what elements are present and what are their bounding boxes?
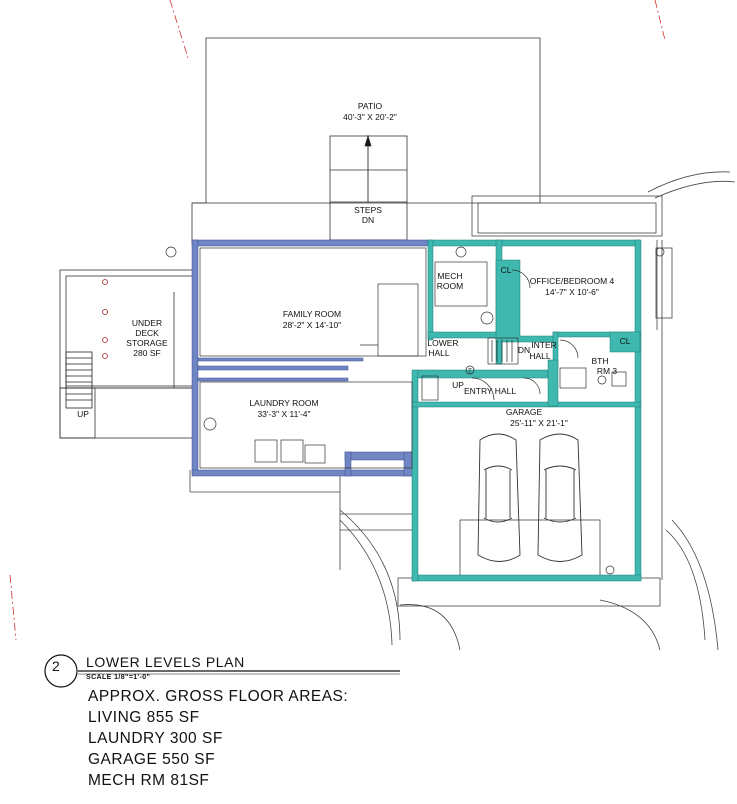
area-garage: GARAGE 550 SF bbox=[88, 751, 216, 768]
garage-label: GARAGE bbox=[506, 407, 543, 417]
under-deck-label: STORAGE bbox=[126, 338, 168, 348]
areas-heading: APPROX. GROSS FLOOR AREAS: bbox=[88, 688, 349, 705]
floor-area-summary: APPROX. GROSS FLOOR AREAS: LIVING 855 SF… bbox=[88, 686, 348, 791]
area-mech: MECH RM 81SF bbox=[88, 772, 210, 789]
closet-label: CL bbox=[620, 336, 631, 346]
inter-hall-label: INTER bbox=[531, 340, 557, 350]
drawing-number-circle bbox=[44, 654, 78, 688]
patio-dims: 40'-3" X 20'-2" bbox=[343, 112, 397, 122]
family-room-label: FAMILY ROOM bbox=[283, 309, 341, 319]
area-laundry: LAUNDRY 300 SF bbox=[88, 730, 223, 747]
under-deck-label: DECK bbox=[135, 328, 159, 338]
patio-label: PATIO bbox=[358, 101, 383, 111]
mech-room-label: MECH bbox=[437, 271, 462, 281]
office-label: OFFICE/BEDROOM 4 bbox=[530, 276, 615, 286]
property-line bbox=[9, 0, 666, 641]
inter-hall-label: HALL bbox=[529, 351, 551, 361]
drawing-scale: SCALE 1/8"=1'-0" bbox=[86, 674, 151, 681]
thermostat-icon bbox=[465, 365, 475, 375]
thermostat-mark: T bbox=[468, 369, 472, 375]
interior-lines bbox=[165, 246, 665, 575]
bath-label: BTH bbox=[592, 356, 609, 366]
driveway-lines bbox=[189, 171, 736, 651]
under-deck-area: 280 SF bbox=[133, 348, 160, 358]
laundry-room-label: LAUNDRY ROOM bbox=[249, 398, 318, 408]
lower-hall-label: LOWER bbox=[427, 338, 458, 348]
lower-hall-label: HALL bbox=[428, 348, 450, 358]
stair-dn-label: DN bbox=[518, 345, 530, 355]
family-room-dims: 28'-2" X 14'-10" bbox=[283, 320, 341, 330]
garage-walls bbox=[411, 239, 642, 582]
living-walls bbox=[191, 239, 429, 477]
garage-dims: 25'-11" X 21'-1" bbox=[510, 418, 568, 428]
steps-dir: DN bbox=[362, 215, 374, 225]
laundry-room-dims: 33'-3" X 11'-4" bbox=[257, 409, 310, 419]
closet-label: CL bbox=[501, 265, 512, 275]
area-living: LIVING 855 SF bbox=[88, 709, 200, 726]
drawing-number: 2 bbox=[52, 658, 60, 674]
entry-hall-label: ENTRY HALL bbox=[464, 386, 516, 396]
car-left bbox=[477, 433, 521, 562]
car-right bbox=[537, 433, 583, 562]
drawing-title: LOWER LEVELS PLAN bbox=[86, 654, 245, 670]
office-dims: 14'-7" X 10'-6" bbox=[545, 287, 599, 297]
under-deck-label: UNDER bbox=[132, 318, 162, 328]
steps-label: STEPS bbox=[354, 205, 382, 215]
entry-up-label: UP bbox=[452, 380, 464, 390]
bath-label: RM 3 bbox=[597, 366, 618, 376]
mech-room-label: ROOM bbox=[437, 281, 463, 291]
stair-up-label: UP bbox=[77, 409, 89, 419]
